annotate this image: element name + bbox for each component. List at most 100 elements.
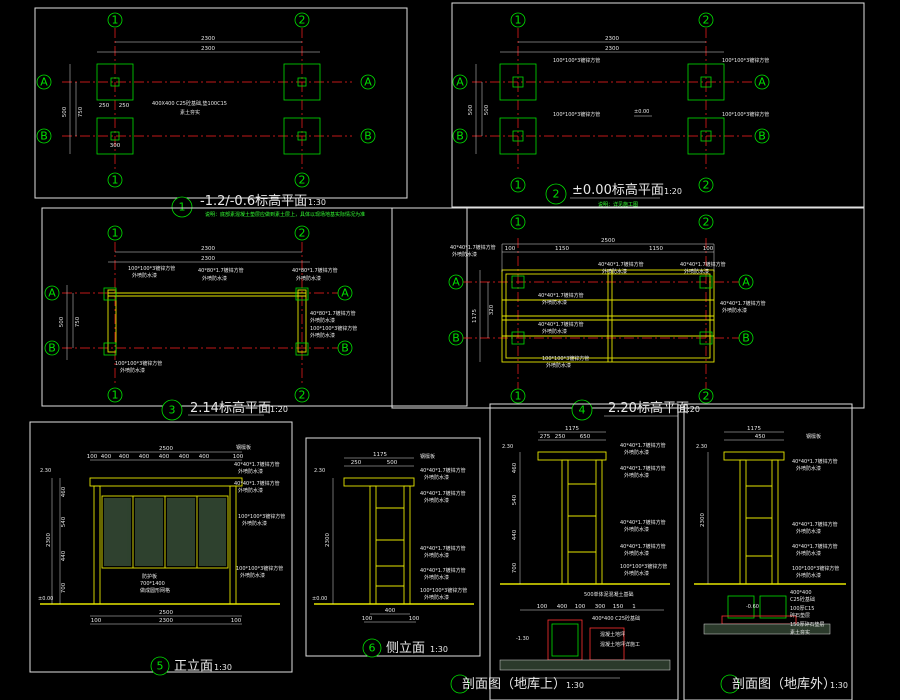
elevation-5-dim-top-total: 2500 <box>159 446 173 452</box>
plan-2-level: ±0.00 <box>634 109 649 115</box>
plan-4-panel: 2500 100 1150 1150 100 1175 320 40*40*1.… <box>391 207 865 421</box>
plan-1-grid-1-top: 1 <box>112 14 119 27</box>
plan-3-grid-1-bottom: 1 <box>112 389 119 402</box>
plan-2-grid-2-bottom: 2 <box>703 179 710 192</box>
plan-1-grid-a-left: A <box>40 76 48 89</box>
elevation-6-dim-top-b: 500 <box>387 460 398 466</box>
elevation-5-note-g: 做成圆形网格 <box>140 587 170 594</box>
plan-2-dim-top-a: 2300 <box>605 36 619 42</box>
plan-4-grid-2-top: 2 <box>703 216 710 229</box>
section-8-note-b: 40*40*1.7镀锌方管 <box>792 458 838 465</box>
elevation-5-note-h: 100*100*3镀锌方管 <box>236 565 283 572</box>
plan-4-grid-b-left: B <box>452 332 460 345</box>
section-7-note-a: 40*40*1.7镀锌方管 <box>620 442 666 449</box>
plan-1-grid-b-left: B <box>40 130 48 143</box>
section-7-dim-top-seg-0: 275 <box>540 434 551 440</box>
section-7-dim-bottom-3: 300 <box>595 604 606 610</box>
section-7-note-cb: 外喷防水漆 <box>624 526 649 533</box>
elevation-5-number: 5 <box>157 660 164 673</box>
elevation-6-note-b: 40*40*1.7镀锌方管 <box>420 467 466 474</box>
section-8-level-top: 2.30 <box>696 444 707 450</box>
elevation-5-note-bb: 外喷防水漆 <box>238 468 263 475</box>
elevation-6-note-a: 钢檩板 <box>420 453 435 460</box>
elevation-5-level-top: 2.30 <box>40 468 51 474</box>
plan-3-number: 3 <box>169 404 176 417</box>
plan-3-note-4b: 外喷防水漆 <box>310 317 335 324</box>
plan-4-scale: 1:20 <box>682 405 700 414</box>
plan-1-note-below: 素土夯实 <box>180 109 200 116</box>
plan-4-frame <box>391 207 865 409</box>
plan-3-note-2b: 外喷防水漆 <box>202 275 227 282</box>
plan-1-number: 1 <box>179 201 186 214</box>
plan-3-grid-b-left: B <box>48 342 56 355</box>
plan-4-note-5b: 外喷防水漆 <box>542 328 567 335</box>
plan-3-note-5: 100*100*3镀锌方管 <box>310 325 357 332</box>
plan-4-dim-left-a: 1175 <box>472 309 478 323</box>
elevation-5-dim-top-seg-3: 400 <box>139 454 150 460</box>
plan-1-frame <box>34 7 408 199</box>
section-8-note-cb: 外喷防水漆 <box>796 528 821 535</box>
plan-3-note-1: 100*100*3镀锌方管 <box>128 265 175 272</box>
plan-4-number: 4 <box>579 404 586 417</box>
elevation-5-dim-top-seg-2: 400 <box>119 454 130 460</box>
section-8-note-h: 100厚C15 <box>790 606 814 612</box>
section-7-dim-left-1: 540 <box>512 494 518 505</box>
section-8-panel: 1175 450 2300 2.30 -0.60 钢檩板 40*40*1.7镀锌… <box>683 403 853 700</box>
section-7-level-top: 2.30 <box>502 444 513 450</box>
plan-2-title: ±0.00标高平面 <box>572 182 664 198</box>
elevation-5-note-a: 钢檩板 <box>236 444 251 451</box>
plan-1-dim-span: 250 <box>99 103 110 109</box>
plan-1-dim-top-a: 2300 <box>201 36 215 42</box>
plan-3-frame <box>41 207 468 407</box>
plan-1-remark: 说明：底部素混凝土垫层应做到素土层上，具体以现场地基实际情况为准 <box>205 211 365 218</box>
section-8-note-i: 碎石垫层 <box>790 612 810 619</box>
elevation-6-note-f: 100*100*3镀锌方管 <box>420 587 467 594</box>
plan-2-grid-2-top: 2 <box>703 14 710 27</box>
section-7-note-db: 外喷防水漆 <box>624 550 649 557</box>
plan-4-note-1b: 外喷防水漆 <box>452 251 477 258</box>
plan-3-grid-a-right: A <box>341 287 349 300</box>
section-8-note-e: 100*100*3镀锌方管 <box>792 565 839 572</box>
section-7-dim-top-total: 1175 <box>565 426 579 432</box>
plan-4-note-6b: 外喷防水漆 <box>546 362 571 369</box>
section-7-dim-bottom-0: 100 <box>537 604 548 610</box>
elevation-6-dim-left-total: 2300 <box>325 533 331 547</box>
plan-4-grid-a-left: A <box>452 276 460 289</box>
elevation-5-dim-bottom-seg-0: 100 <box>91 618 102 624</box>
plan-2-number: 2 <box>553 188 560 201</box>
plan-3-dim-top-b: 2300 <box>201 256 215 262</box>
plan-2-dim-top-b: 2300 <box>605 46 619 52</box>
section-7-scale: 1:30 <box>566 681 584 690</box>
plan-1-grid-b-right: B <box>364 130 372 143</box>
section-8-title: 剖面图（地库外） <box>732 676 836 692</box>
plan-2-frame <box>451 2 865 208</box>
elevation-5-dim-top-seg-6: 400 <box>199 454 210 460</box>
section-8-bubble <box>720 674 740 694</box>
plan-3-note-1b: 外喷防水漆 <box>132 272 157 279</box>
elevation-5-title: 正立面 <box>174 659 213 674</box>
elevation-6-note-e: 40*40*1.7镀锌方管 <box>420 567 466 574</box>
plan-1-dim-left-a: 750 <box>78 106 84 117</box>
section-7-dim-left-0: 460 <box>512 462 518 473</box>
section-8-dim-left-total: 2300 <box>700 513 706 527</box>
section-8-note-f: 400*400 <box>790 590 812 596</box>
plan-1-note-footing: 400X400 C25砼基础,垫100C15 <box>152 100 227 107</box>
plan-4-grid-1-bottom: 1 <box>515 390 522 403</box>
section-8-note-bb: 外喷防水漆 <box>796 465 821 472</box>
plan-3-dim-left-a: 750 <box>75 316 81 327</box>
plan-4-note-1: 40*40*1.7镀锌方管 <box>450 244 496 251</box>
elevation-5-dim-left-3: 700 <box>61 582 67 593</box>
plan-3-grid-2-top: 2 <box>299 227 306 240</box>
elevation-6-note-fb: 外喷防水漆 <box>424 594 449 601</box>
plan-4-note-6: 100*100*3镀锌方管 <box>542 355 589 362</box>
section-7-note-f: 500单体泥混凝土基础 <box>584 591 634 598</box>
plan-4-note-3: 40*40*1.7镀锌方管 <box>680 261 726 268</box>
section-7-dim-bottom-5: 1 <box>632 604 636 610</box>
plan-3-note-4: 40*80*1.7镀锌方管 <box>310 310 356 317</box>
section-8-note-c: 40*40*1.7镀锌方管 <box>792 521 838 528</box>
plan-4-dim-seg-c: 1150 <box>649 246 663 252</box>
section-7-note-i: 混凝土地坪详施工 <box>600 641 640 648</box>
plan-2-grid-a-left: A <box>456 76 464 89</box>
section-7-note-d: 40*40*1.7镀锌方管 <box>620 543 666 550</box>
